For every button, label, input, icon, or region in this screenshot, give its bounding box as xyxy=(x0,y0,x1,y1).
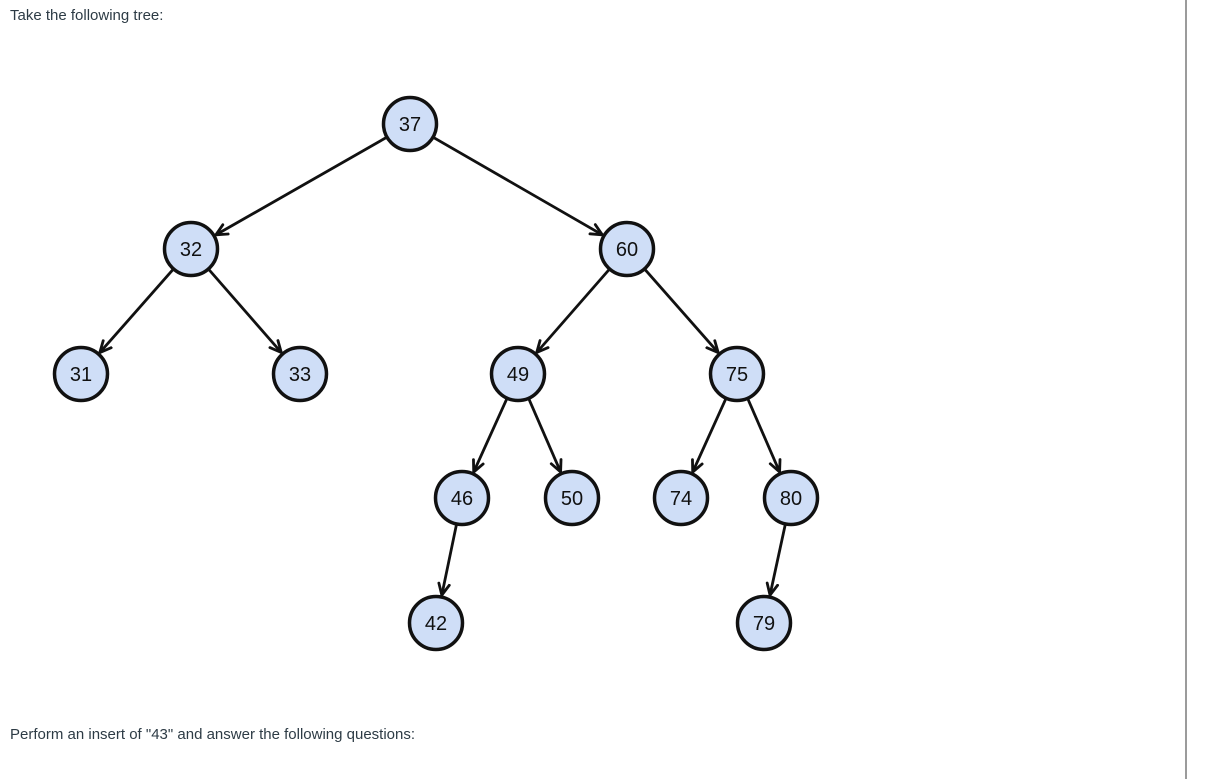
tree-edge-37-32 xyxy=(214,135,388,237)
tree-node-label: 32 xyxy=(180,239,202,261)
tree-node-42: 42 xyxy=(407,594,465,652)
tree-node-label: 49 xyxy=(507,364,529,386)
tree-node-label: 33 xyxy=(289,364,311,386)
tree-node-33: 33 xyxy=(271,345,329,403)
tree-node-label: 50 xyxy=(561,488,583,510)
tree-node-circle xyxy=(708,345,766,403)
tree-node-circle xyxy=(489,345,547,403)
tree-edge-49-50 xyxy=(527,397,563,474)
intro-text: Take the following tree: xyxy=(10,7,164,24)
tree-node-label: 74 xyxy=(670,488,692,510)
tree-node-37: 37 xyxy=(381,95,439,153)
binary-tree-diagram: 37 32 60 31 33 49 75 46 50 74 80 42 79 xyxy=(52,95,820,652)
binary-tree-svg: 37 32 60 31 33 49 75 46 50 74 80 42 79 xyxy=(52,95,820,652)
question-text: Perform an insert of "43" and answer the… xyxy=(10,726,416,743)
tree-edge-49-46 xyxy=(472,397,509,474)
tree-node-circle xyxy=(543,469,601,527)
tree-node-75: 75 xyxy=(708,345,766,403)
tree-node-50: 50 xyxy=(543,469,601,527)
tree-edge-37-60 xyxy=(432,135,604,237)
tree-edges xyxy=(98,135,787,597)
tree-node-label: 80 xyxy=(780,488,802,510)
tree-edge-60-49 xyxy=(535,268,611,354)
tree-node-49: 49 xyxy=(489,345,547,403)
tree-node-60: 60 xyxy=(598,220,656,278)
tree-node-74: 74 xyxy=(652,469,710,527)
tree-edge-80-79 xyxy=(765,523,787,597)
tree-edge-46-42 xyxy=(437,523,458,597)
tree-node-circle xyxy=(735,594,793,652)
tree-node-circle xyxy=(52,345,110,403)
tree-node-circle xyxy=(652,469,710,527)
tree-node-circle xyxy=(598,220,656,278)
right-pane-divider xyxy=(1185,0,1187,779)
tree-node-80: 80 xyxy=(762,469,820,527)
tree-node-circle xyxy=(162,220,220,278)
tree-edge-75-80 xyxy=(746,397,782,474)
tree-node-circle xyxy=(433,469,491,527)
tree-node-label: 79 xyxy=(753,613,775,635)
tree-node-label: 60 xyxy=(616,239,638,261)
tree-node-circle xyxy=(407,594,465,652)
tree-node-label: 31 xyxy=(70,364,92,386)
tree-node-label: 46 xyxy=(451,488,473,510)
tree-node-circle xyxy=(762,469,820,527)
tree-nodes: 37 32 60 31 33 49 75 46 50 74 80 42 79 xyxy=(52,95,820,652)
tree-node-label: 75 xyxy=(726,364,748,386)
tree-node-circle xyxy=(381,95,439,153)
tree-node-circle xyxy=(271,345,329,403)
tree-node-32: 32 xyxy=(162,220,220,278)
tree-node-46: 46 xyxy=(433,469,491,527)
tree-node-79: 79 xyxy=(735,594,793,652)
tree-edge-32-33 xyxy=(207,268,283,354)
tree-edge-60-75 xyxy=(643,267,720,355)
tree-node-31: 31 xyxy=(52,345,110,403)
tree-node-label: 42 xyxy=(425,613,447,635)
tree-edge-75-74 xyxy=(691,397,728,474)
tree-node-label: 37 xyxy=(399,114,421,136)
tree-edge-32-31 xyxy=(98,267,175,355)
